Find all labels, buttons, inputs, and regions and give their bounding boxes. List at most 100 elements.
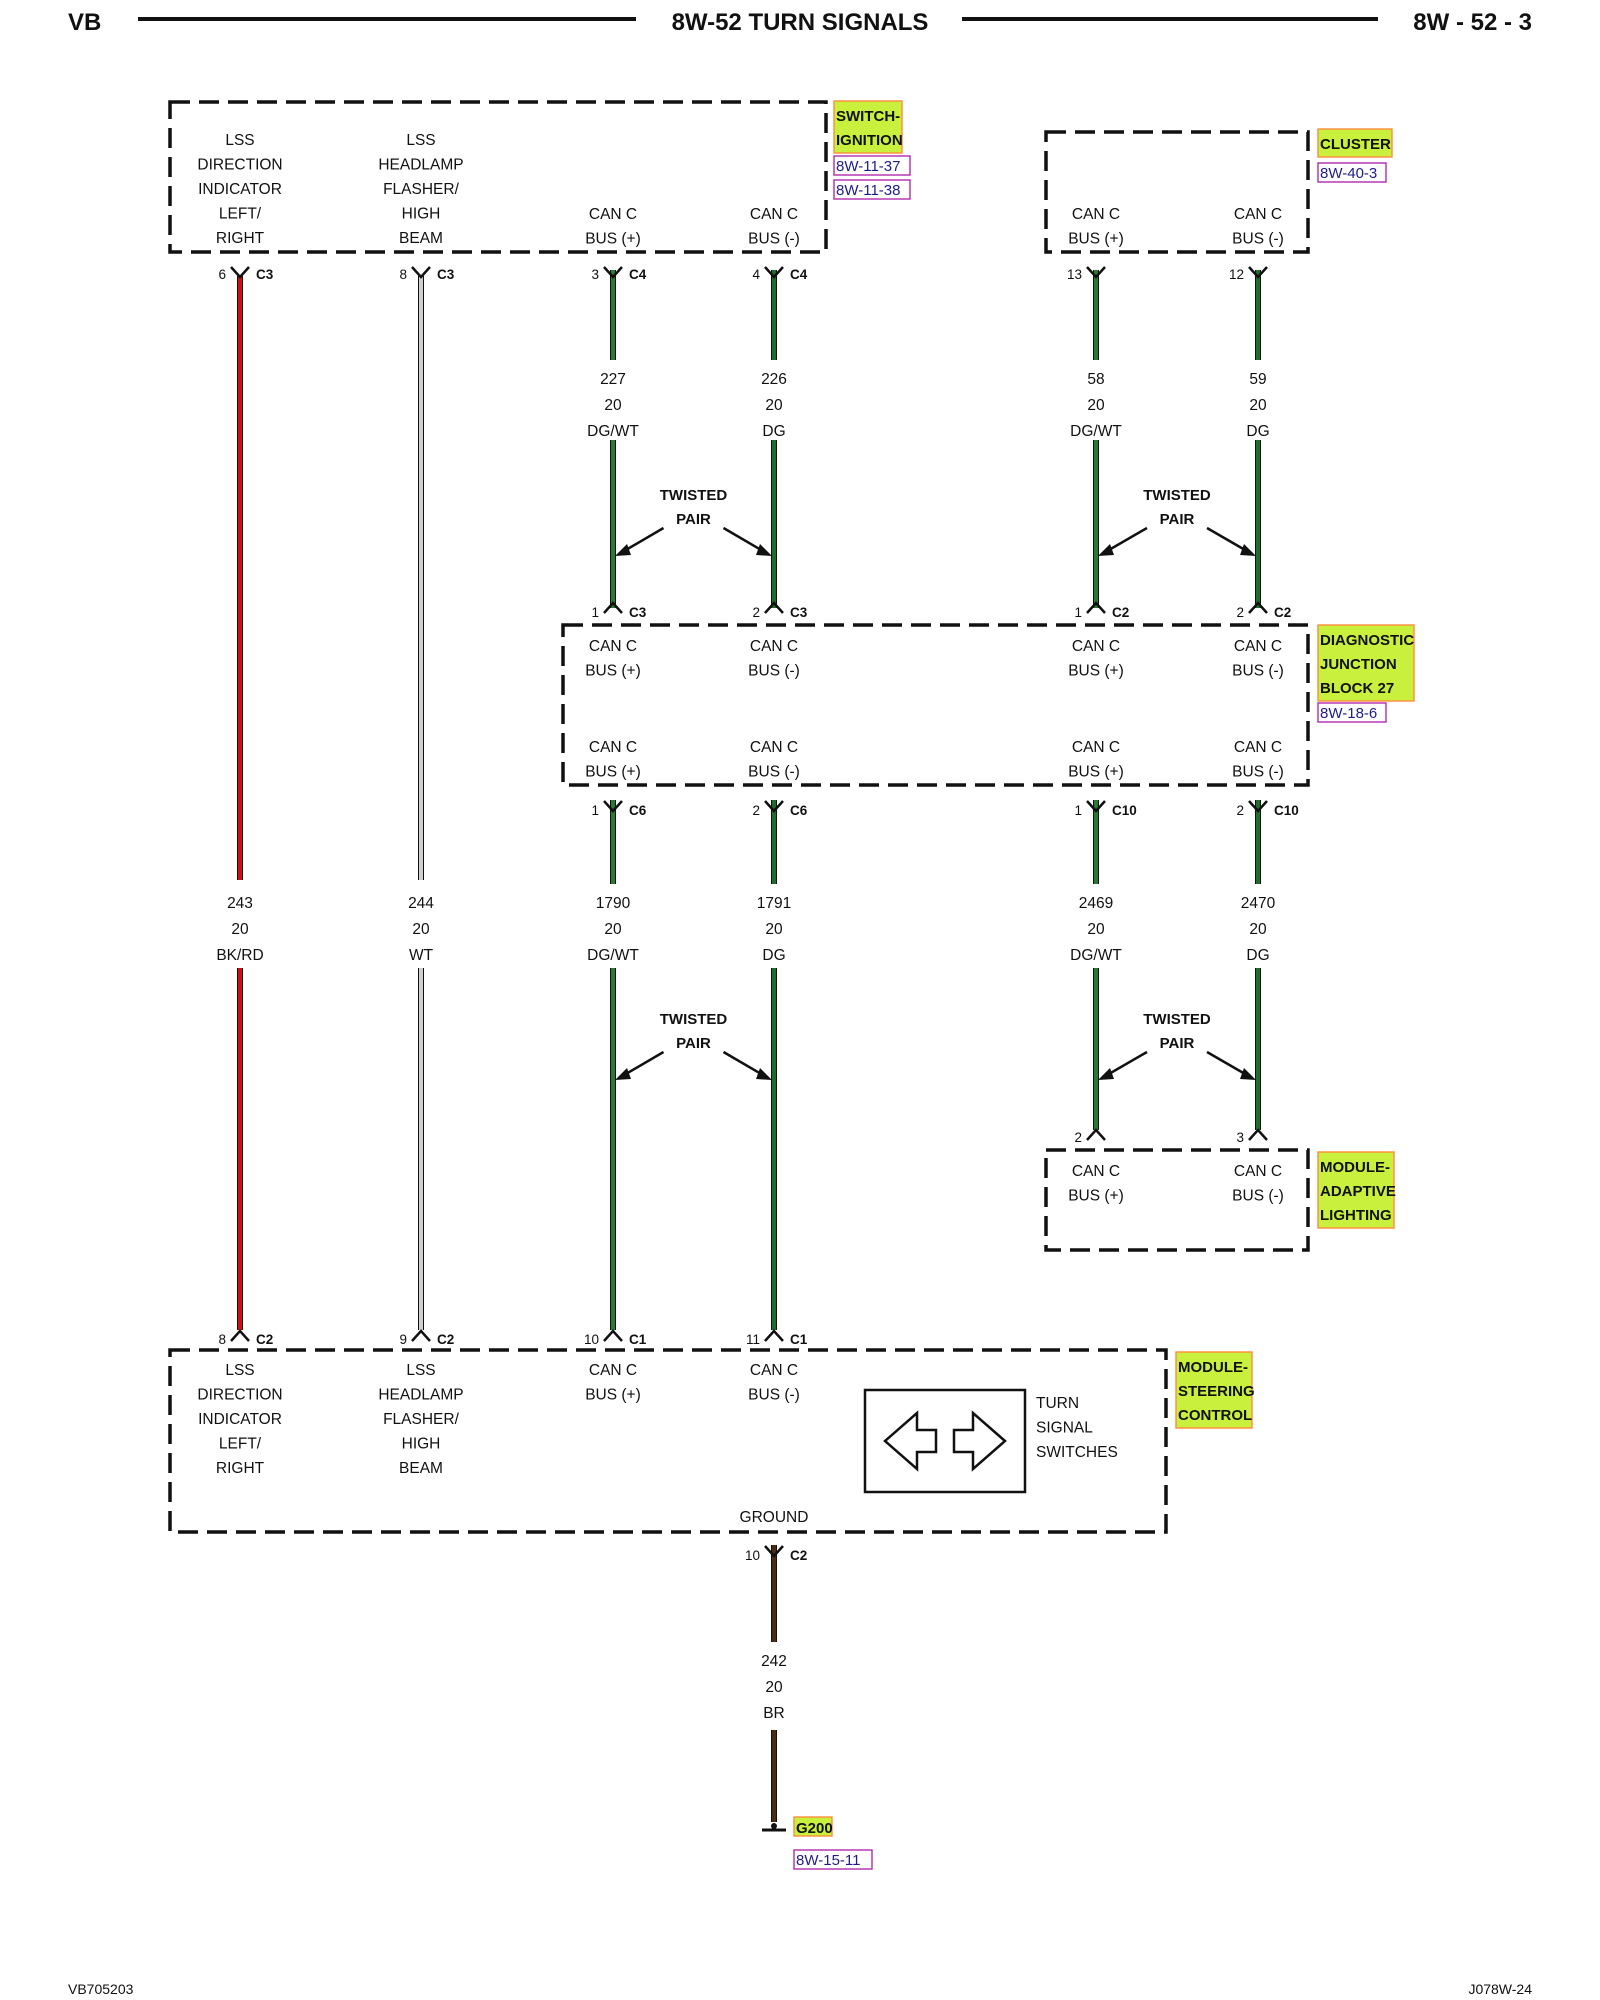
component-name: CONTROL <box>1178 1407 1252 1424</box>
wire-label-w1790: DG/WT <box>587 947 639 964</box>
connector-mark-ign_canm <box>764 266 784 279</box>
steering-pin-label: INDICATOR <box>198 1411 282 1428</box>
connector-id: C1 <box>790 1332 808 1347</box>
twisted-pair-label: TWISTED <box>660 1011 728 1028</box>
pin-number: 11 <box>746 1332 760 1347</box>
pin-number: 1 <box>591 803 599 818</box>
connector-id: C2 <box>1274 605 1291 620</box>
connector-id: C2 <box>790 1548 807 1563</box>
pin-number: 2 <box>1236 605 1244 620</box>
twisted-pair-label: TWISTED <box>1143 1011 1211 1028</box>
ground-name: G200 <box>796 1820 833 1837</box>
twisted-pair-label: TWISTED <box>1143 487 1211 504</box>
switch-ignition-box <box>168 100 828 254</box>
connector-mark-djb_in2 <box>764 601 784 614</box>
pin-number: 9 <box>399 1332 407 1347</box>
wire-label-w242: BR <box>763 1705 785 1722</box>
djb-pin-label: BUS (-) <box>1232 764 1284 781</box>
connector-id: C2 <box>1112 605 1129 620</box>
steering-pin-label: LEFT/ <box>219 1436 262 1453</box>
adaptive-pin-label: CAN C <box>1072 1163 1120 1180</box>
connector-mark-ign_lss_hl <box>411 266 431 279</box>
wire-label-w244: 20 <box>412 921 430 938</box>
steering-pin-label: BEAM <box>399 1460 443 1477</box>
component-labels-layer: SWITCH-IGNITION8W-11-378W-11-38CLUSTER8W… <box>793 100 1415 1870</box>
wire-label-w227: 20 <box>604 397 622 414</box>
pin-number: 1 <box>591 605 599 620</box>
wire-label-w59: 20 <box>1249 397 1267 414</box>
connector-id: C4 <box>629 267 647 282</box>
wire-label-w226: DG <box>762 423 785 440</box>
pin-number: 2 <box>752 605 760 620</box>
component-name: SWITCH- <box>836 108 900 125</box>
connector-mark-scm_dir <box>230 1329 250 1342</box>
cluster-ref: 8W-40-3 <box>1317 162 1387 183</box>
connector-id: C6 <box>629 803 647 818</box>
pin-number: 12 <box>1229 267 1244 282</box>
page-reference: 8W-11-38 <box>836 182 900 199</box>
pin-number: 10 <box>584 1332 599 1347</box>
djb-pin-label: BUS (-) <box>748 663 800 680</box>
pin-number: 8 <box>218 1332 226 1347</box>
wire-label-w2470: DG <box>1246 947 1269 964</box>
pin-number: 3 <box>1236 1130 1244 1145</box>
wire-label-w243: 243 <box>227 895 253 912</box>
ignition-pin-label: CAN C <box>750 206 798 223</box>
steering-pin-label: DIRECTION <box>197 1387 282 1404</box>
diagnostic-junction-block-label: DIAGNOSTIC JUNCTION BLOCK 27 <box>1317 624 1415 702</box>
steering-pin-label: FLASHER/ <box>383 1411 459 1428</box>
twisted-pair-label: PAIR <box>1160 1035 1195 1052</box>
connector-id: C3 <box>437 267 455 282</box>
component-name: CLUSTER <box>1320 136 1391 153</box>
ignition-pin-label: HIGH <box>402 206 441 223</box>
pin-number: 13 <box>1067 267 1082 282</box>
cluster-pin-label: BUS (+) <box>1068 231 1124 248</box>
turn-signal-switch-label: TURN <box>1036 1395 1079 1412</box>
wire-label-w58: 20 <box>1087 397 1105 414</box>
wire-label-w59: 59 <box>1249 371 1266 388</box>
pin-number: 4 <box>752 267 760 282</box>
djb-pin-label: BUS (-) <box>748 764 800 781</box>
steering-pin-label: HIGH <box>402 1436 441 1453</box>
wire-label-w2470: 20 <box>1249 921 1267 938</box>
wire-label-w242: 242 <box>761 1653 787 1670</box>
connector-mark-djb_out1 <box>603 800 623 813</box>
ignition-pin-label: RIGHT <box>216 230 265 247</box>
switch-ignition-ref-1: 8W-11-37 <box>833 155 911 176</box>
djb-pin-label: BUS (+) <box>1068 663 1124 680</box>
turn-signal-switch-frame <box>863 1388 1027 1494</box>
connector-mark-djb_in4 <box>1248 601 1268 614</box>
header-right: 8W - 52 - 3 <box>1413 9 1532 36</box>
wire-label-w227: 227 <box>600 371 626 388</box>
adaptive-pin-label: BUS (-) <box>1232 1188 1284 1205</box>
wires-layer <box>237 270 1261 1822</box>
component-name: MODULE- <box>1320 1159 1390 1176</box>
connector-mark-djb_out4 <box>1248 800 1268 813</box>
connector-id: C1 <box>629 1332 647 1347</box>
ignition-pin-label: INDICATOR <box>198 181 282 198</box>
djb-pin-label: BUS (+) <box>585 663 641 680</box>
component-name: BLOCK 27 <box>1320 680 1394 697</box>
connector-id: C4 <box>790 267 808 282</box>
djb-pin-label: CAN C <box>589 638 637 655</box>
component-name: JUNCTION <box>1320 656 1397 673</box>
steering-pin-label: CAN C <box>750 1362 798 1379</box>
ground-g200-label: G200 <box>793 1816 833 1837</box>
footer-right: J078W-24 <box>1468 1981 1532 1997</box>
djb-pin-label: CAN C <box>750 638 798 655</box>
wire-label-w243: 20 <box>231 921 249 938</box>
component-name: ADAPTIVE <box>1320 1183 1396 1200</box>
connector-id: C3 <box>629 605 647 620</box>
component-name: DIAGNOSTIC <box>1320 632 1414 649</box>
twisted-pair-label: TWISTED <box>660 487 728 504</box>
wire-label-w1791: 1791 <box>757 895 791 912</box>
connector-mark-ign_lss_dir <box>230 266 250 279</box>
component-name: LIGHTING <box>1320 1207 1392 1224</box>
component-name: MODULE- <box>1178 1359 1248 1376</box>
pin-number: 1 <box>1074 803 1082 818</box>
wire-label-w226: 20 <box>765 397 783 414</box>
ground-symbol-icon <box>762 1823 786 1832</box>
connector-mark-clu_canm <box>1248 266 1268 279</box>
twisted-pair-4: TWISTED PAIR <box>1098 1011 1256 1080</box>
